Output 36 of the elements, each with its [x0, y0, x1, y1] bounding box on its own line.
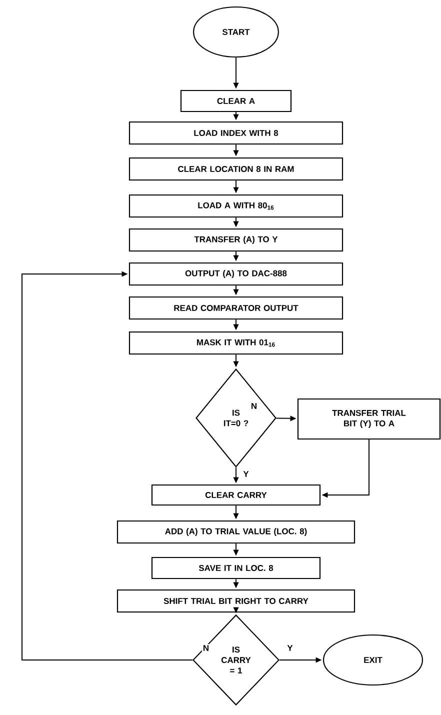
- process-box: READ COMPARATOR OUTPUT: [128, 296, 344, 320]
- arrow: [233, 505, 239, 520]
- process-box: LOAD INDEX WITH 8: [128, 121, 344, 145]
- arrow: [233, 607, 239, 614]
- process-box: LOAD A WITH 80$_{16}$: [128, 194, 344, 218]
- terminal-oval: EXIT: [322, 634, 424, 686]
- edge-label: Y: [242, 470, 250, 478]
- process-box: SAVE IT IN LOC. 8: [151, 556, 321, 580]
- arrow: [233, 180, 239, 194]
- arrow: [276, 416, 296, 422]
- edge-label: N: [202, 644, 210, 652]
- process-box: CLEAR CARRY: [151, 484, 321, 506]
- process-box: OUTPUT (A) TO DAC-888: [128, 262, 344, 286]
- process-box: CLEAR LOCATION 8 IN RAM: [128, 157, 344, 181]
- arrow: [233, 57, 239, 89]
- arrow: [233, 251, 239, 262]
- edge-label: Y: [286, 644, 294, 652]
- arrow: [233, 354, 239, 368]
- arrow: [279, 657, 322, 663]
- arrow: [233, 285, 239, 296]
- arrow: [233, 112, 239, 120]
- arrow: [233, 467, 239, 484]
- process-box: SHIFT TRIAL BIT RIGHT TO CARRY: [116, 589, 356, 613]
- process-box: CLEAR A: [180, 90, 292, 112]
- process-box: MASK IT WITH 01$_{16}$: [128, 331, 344, 355]
- arrow: [233, 578, 239, 588]
- arrow: [233, 217, 239, 228]
- arrow: [22, 271, 193, 660]
- process-box: TRANSFER (A) TO Y: [128, 228, 344, 252]
- arrow: [233, 319, 239, 330]
- process-box: ADD (A) TO TRIAL VALUE (LOC. 8): [116, 520, 356, 544]
- arrow: [233, 144, 239, 156]
- terminal-oval: START: [193, 6, 279, 58]
- arrow: [322, 439, 370, 498]
- arrow: [233, 543, 239, 556]
- process-box: TRANSFER TRIAL BIT (Y) TO A: [297, 398, 441, 440]
